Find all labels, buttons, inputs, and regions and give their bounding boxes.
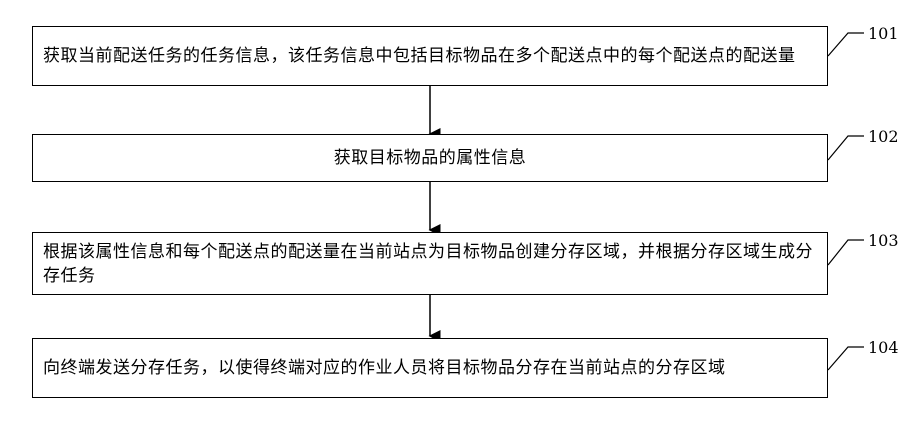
step-number-101: 101	[868, 24, 899, 43]
step-box-104: 向终端发送分存任务，以使得终端对应的作业人员将目标物品分存在当前站点的分存区域	[32, 338, 828, 398]
step-text-101: 获取当前配送任务的任务信息，该任务信息中包括目标物品在多个配送点中的每个配送点的…	[43, 44, 796, 68]
step-number-102: 102	[868, 127, 899, 146]
step-number-104: 104	[868, 338, 899, 357]
step-text-102: 获取目标物品的属性信息	[334, 146, 527, 170]
step-box-103: 根据该属性信息和每个配送点的配送量在当前站点为目标物品创建分存区域，并根据分存区…	[32, 232, 828, 295]
step-number-103: 103	[868, 231, 899, 250]
leader-line-102	[828, 136, 864, 160]
step-text-103: 根据该属性信息和每个配送点的配送量在当前站点为目标物品创建分存区域，并根据分存区…	[43, 240, 817, 288]
step-box-102: 获取目标物品的属性信息	[32, 134, 828, 182]
leader-line-104	[828, 347, 864, 370]
leader-line-103	[828, 240, 864, 265]
step-box-101: 获取当前配送任务的任务信息，该任务信息中包括目标物品在多个配送点中的每个配送点的…	[32, 26, 828, 86]
step-text-104: 向终端发送分存任务，以使得终端对应的作业人员将目标物品分存在当前站点的分存区域	[43, 356, 726, 380]
leader-line-101	[828, 33, 864, 56]
